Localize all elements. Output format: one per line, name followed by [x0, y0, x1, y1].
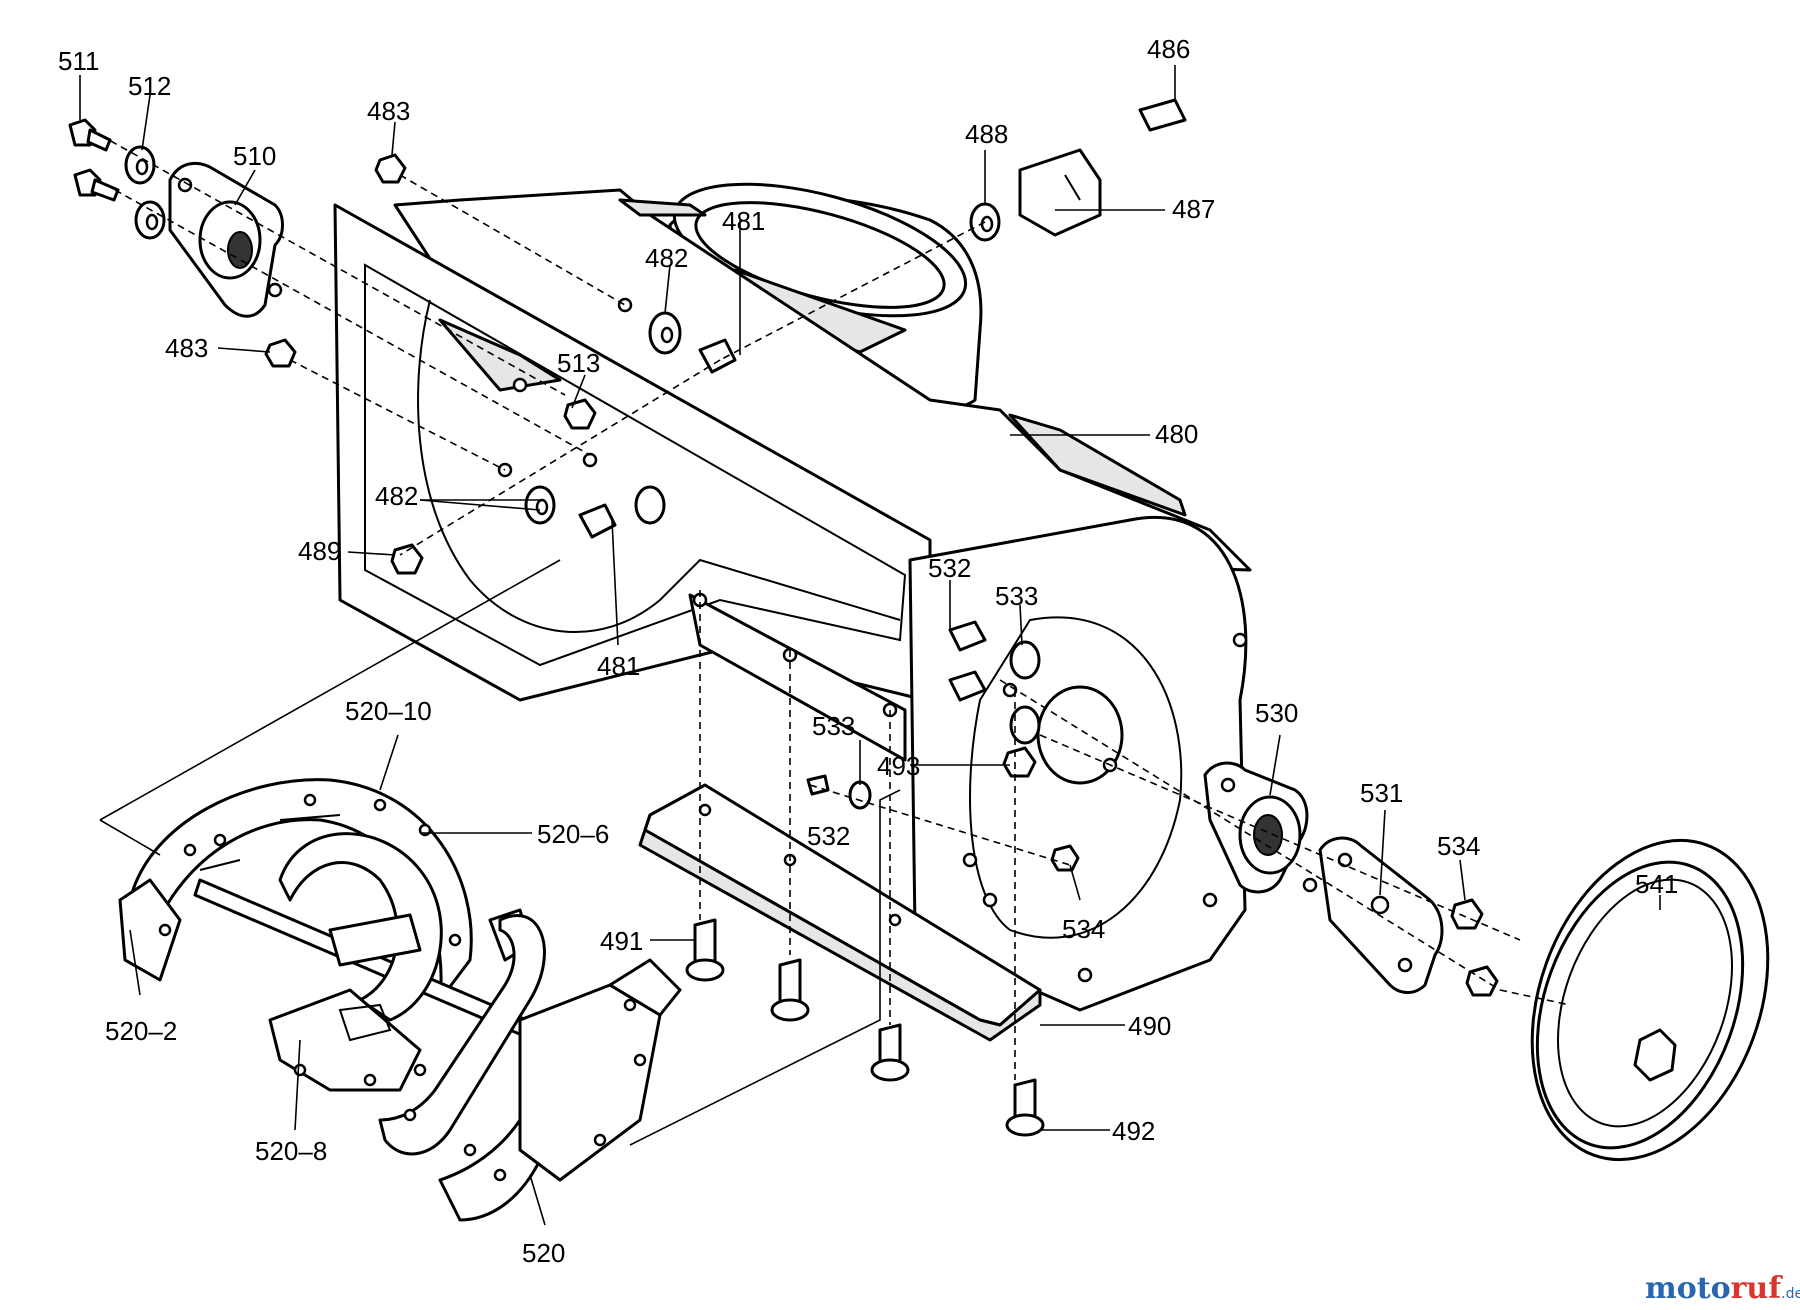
callout-488: 488 [965, 119, 1008, 149]
leader-lines [79, 65, 1661, 1226]
callout-490: 490 [1128, 1011, 1171, 1041]
scraper-bar [638, 783, 1042, 1042]
watermark-logo: motoruf.de [1645, 1271, 1800, 1306]
callout-534-right: 534 [1437, 831, 1480, 861]
callout-510: 510 [233, 141, 276, 171]
callout-512: 512 [128, 71, 171, 101]
callout-481-top: 481 [722, 206, 765, 236]
callout-533-mid: 533 [812, 711, 855, 741]
left-bolts-washers [68, 118, 166, 240]
callout-492: 492 [1112, 1116, 1155, 1146]
svg-text:motoruf.de: motoruf.de [1645, 1271, 1800, 1306]
callout-532-mid: 532 [807, 821, 850, 851]
watermark-part-1: moto [1645, 1271, 1731, 1306]
watermark-suffix: .de [1781, 1286, 1800, 1302]
callout-520-10: 520–10 [345, 696, 432, 726]
callout-520-6: 520–6 [537, 819, 609, 849]
callout-541: 541 [1635, 869, 1678, 899]
callout-489: 489 [298, 536, 341, 566]
callout-530: 530 [1255, 698, 1298, 728]
callout-482-left: 482 [375, 481, 418, 511]
watermark-part-2: ruf [1731, 1271, 1784, 1306]
callout-520-2: 520–2 [105, 1016, 177, 1046]
callout-491: 491 [600, 926, 643, 956]
callout-534-mid: 534 [1062, 914, 1105, 944]
housing-fasteners [264, 98, 1187, 872]
bearing-plate [1302, 836, 1444, 994]
callout-511: 511 [58, 46, 99, 76]
callout-487: 487 [1172, 194, 1215, 224]
callout-482-top: 482 [645, 243, 688, 273]
callout-531: 531 [1360, 778, 1403, 808]
alignment-lines [99, 134, 1571, 1146]
callout-520: 520 [522, 1238, 565, 1268]
left-bearing-flange [168, 161, 284, 318]
callout-486: 486 [1147, 34, 1190, 64]
callout-533-top: 533 [995, 581, 1038, 611]
auger-assembly [118, 778, 682, 1222]
callout-493: 493 [877, 751, 920, 781]
pulley [1530, 838, 1770, 1162]
callout-labels: 511 512 510 483 483 486 488 487 481 482 … [58, 34, 1678, 1268]
scraper-bolts [685, 918, 1045, 1137]
callout-532-top: 532 [928, 553, 971, 583]
callout-483-top: 483 [367, 96, 410, 126]
right-nuts [1450, 898, 1499, 997]
callout-481-bottom: 481 [597, 651, 640, 681]
callout-520-8: 520–8 [255, 1136, 327, 1166]
callout-513: 513 [557, 348, 600, 378]
callout-480: 480 [1155, 419, 1198, 449]
callout-483-left: 483 [165, 333, 208, 363]
auger-housing [333, 182, 1252, 1012]
